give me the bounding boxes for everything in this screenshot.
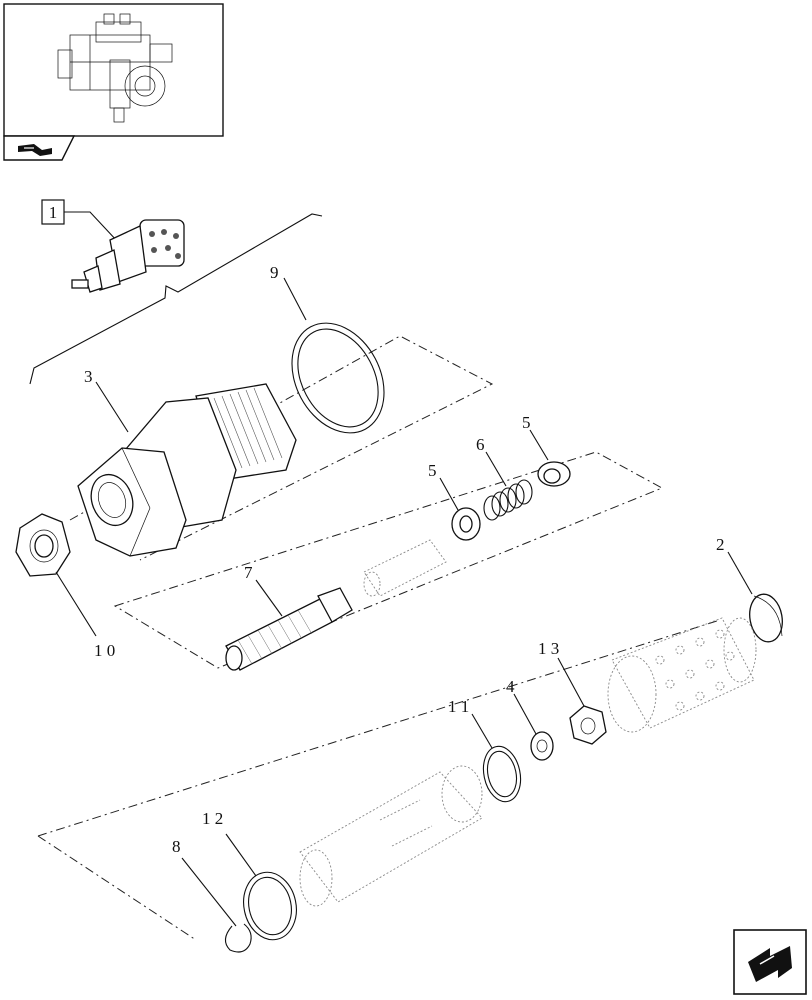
part-3-valve-body — [77, 383, 297, 557]
callout-3: 3 — [84, 367, 93, 386]
group-outline-upper — [69, 335, 494, 561]
part-5-spring-seat-lower — [451, 507, 481, 541]
callout-13: 1 3 — [538, 639, 559, 658]
part-2-cap — [749, 593, 783, 643]
part-5-spring-seat-upper — [537, 461, 571, 487]
previous-page-button[interactable] — [3, 135, 76, 161]
part-11-o-ring — [482, 745, 522, 803]
callout-7: 7 — [244, 563, 253, 582]
callout-4: 4 — [506, 677, 515, 696]
callout-11: 1 1 — [448, 697, 469, 716]
next-page-icon — [748, 946, 792, 982]
part-13-small-nut — [569, 705, 607, 745]
assembly-reference-box: 1 — [41, 199, 119, 243]
assembly-bracket — [29, 213, 323, 385]
thumbnail-panel[interactable] — [3, 3, 224, 137]
previous-page-icon — [18, 144, 52, 156]
callout-5-lower: 5 — [428, 461, 437, 480]
group-outline-middle — [113, 451, 664, 669]
callout-8: 8 — [172, 837, 181, 856]
callout-6: 6 — [476, 435, 485, 454]
ghost-lower-body — [299, 765, 483, 907]
part-7-threaded-pin — [225, 587, 353, 671]
part-6-spring — [483, 479, 533, 521]
callout-5-upper: 5 — [522, 413, 531, 432]
callout-12: 1 2 — [202, 809, 223, 828]
callout-2: 2 — [716, 535, 725, 554]
pump-assembly-thumbnail-icon — [57, 13, 173, 123]
part-8-retaining-ring — [224, 923, 252, 953]
next-page-button[interactable] — [733, 929, 807, 995]
callout-labels: 9 3 5 6 5 7 1 0 2 1 3 1 1 4 1 2 8 — [84, 263, 725, 856]
part-4-washer — [530, 731, 554, 761]
callout-9: 9 — [270, 263, 279, 282]
callout-10: 1 0 — [94, 641, 115, 660]
part-12-o-ring — [243, 871, 297, 941]
part-9-o-ring — [291, 322, 385, 434]
valve-cartridge-assembly — [71, 219, 185, 293]
part-10-hex-nut — [15, 513, 71, 577]
group-outline-lower — [37, 619, 721, 941]
ghost-sleeve — [607, 617, 757, 733]
leader-lines — [55, 277, 753, 927]
assembly-reference-label: 1 — [49, 203, 58, 222]
ghost-spool — [363, 539, 447, 597]
